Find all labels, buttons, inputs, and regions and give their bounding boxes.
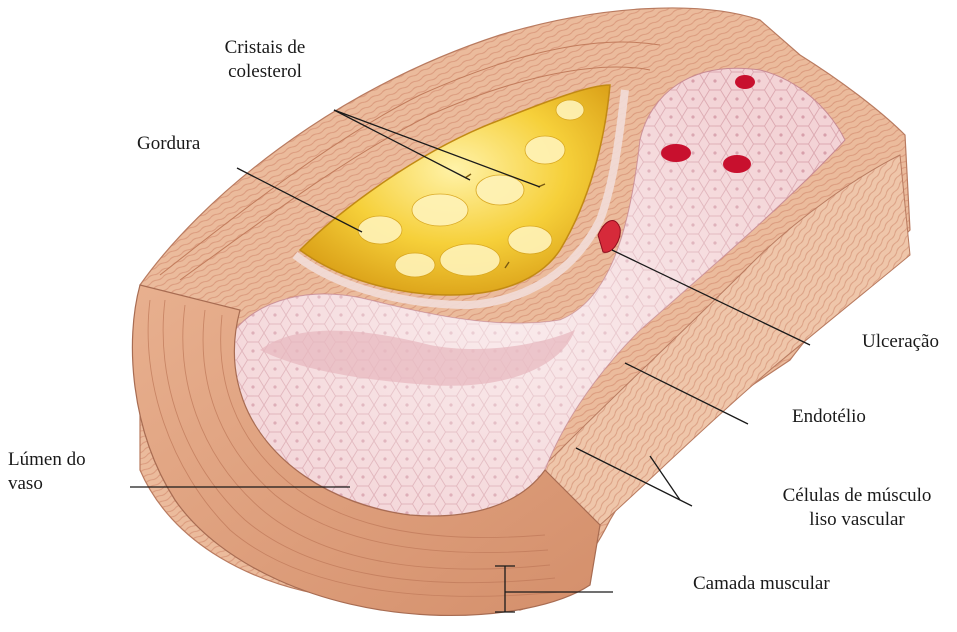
label-lumen-line1: Lúmen do [8, 448, 86, 472]
label-celulas-line1: Células de músculo [762, 484, 952, 508]
red-blood-cell [735, 75, 755, 89]
label-camada-muscular: Camada muscular [693, 572, 830, 596]
red-blood-cell [661, 144, 691, 162]
label-cristais-line1: Cristais de [200, 36, 330, 60]
label-cristais-colesterol: Cristais de colesterol [200, 36, 330, 84]
label-lumen-do-vaso: Lúmen do vaso [8, 448, 86, 496]
label-endotelio: Endotélio [792, 405, 866, 429]
label-celulas-musculo-liso: Células de músculo liso vascular [762, 484, 952, 532]
red-blood-cell [723, 155, 751, 173]
label-ulceracao: Ulceração [862, 330, 939, 354]
label-gordura: Gordura [137, 132, 200, 156]
label-celulas-line2: liso vascular [762, 508, 952, 532]
label-cristais-line2: colesterol [200, 60, 330, 84]
label-lumen-line2: vaso [8, 472, 86, 496]
